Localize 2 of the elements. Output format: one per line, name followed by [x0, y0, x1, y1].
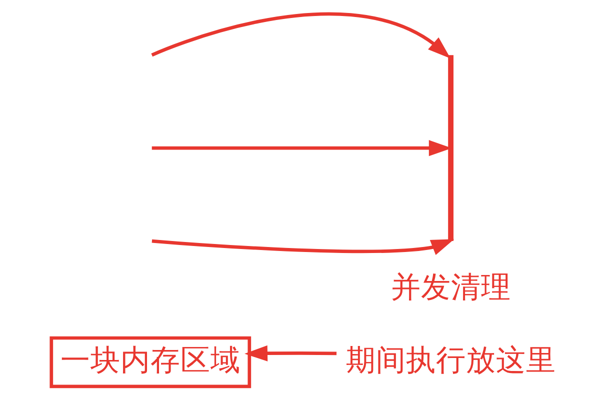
- node-text: 期间执行放这里: [346, 342, 556, 377]
- label: 并发清理: [390, 269, 511, 304]
